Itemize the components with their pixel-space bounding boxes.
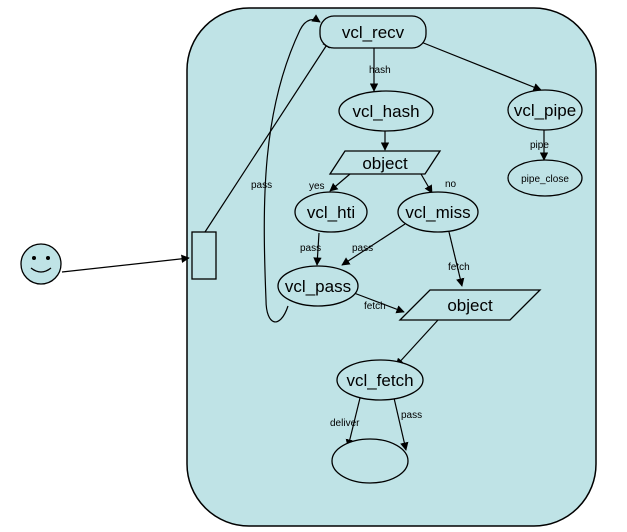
node-vcl-pass-label: vcl_pass	[285, 277, 351, 296]
node-vcl-hash-label: vcl_hash	[352, 102, 419, 121]
node-object-bottom: object	[398, 289, 542, 321]
node-pipe-close-label: pipe_close	[521, 174, 569, 185]
node-vcl-recv-label: vcl_recv	[342, 23, 405, 42]
node-vcl-hti: vcl_hti	[294, 191, 368, 233]
entry-box	[191, 231, 217, 280]
edge-label-deliver: deliver	[330, 418, 360, 429]
node-vcl-fetch-label: vcl_fetch	[346, 371, 413, 390]
node-vcl-miss: vcl_miss	[397, 191, 479, 233]
node-vcl-pass: vcl_pass	[277, 265, 359, 307]
edge-label-pipe: pipe	[530, 140, 549, 151]
edge-hti-pass	[313, 232, 322, 266]
edge-object-miss	[420, 173, 433, 194]
edge-miss-pass	[341, 223, 406, 266]
edge-label-miss-pass: pass	[352, 243, 373, 254]
varnish-container	[186, 7, 597, 527]
edge-label-hti-pass: pass	[300, 243, 321, 254]
node-end-state	[331, 438, 409, 484]
node-vcl-hti-label: vcl_hti	[307, 203, 355, 222]
edge-label-hash: hash	[369, 65, 391, 76]
node-pipe-close: pipe_close	[507, 159, 583, 197]
node-vcl-fetch: vcl_fetch	[336, 359, 424, 401]
edge-label-no: no	[445, 179, 457, 190]
edge-object-hti	[329, 173, 351, 192]
edge-entry-recv	[204, 39, 331, 233]
edge-recv-pipe	[415, 39, 542, 92]
node-object-top: object	[328, 150, 442, 175]
edge-label-fetch-miss: fetch	[448, 262, 470, 273]
edge-label-pass-loop: pass	[251, 180, 272, 191]
edge-label-yes: yes	[309, 181, 325, 192]
edge-user-entry	[61, 254, 190, 273]
edges	[61, 14, 549, 451]
edge-fetch-deliver	[345, 397, 361, 448]
edge-object-fetch	[395, 319, 439, 367]
edge-pass-object	[353, 292, 405, 314]
edge-pass-loop	[263, 14, 321, 323]
edge-miss-object	[448, 231, 465, 287]
node-object-bottom-label: object	[447, 296, 493, 315]
edge-fetch-pass	[393, 397, 409, 451]
node-vcl-pipe-label: vcl_pipe	[514, 101, 576, 120]
node-object-top-label: object	[362, 154, 408, 173]
node-vcl-hash: vcl_hash	[338, 90, 434, 132]
node-vcl-recv: vcl_recv	[319, 15, 427, 49]
edge-label-fetch-pass-end: pass	[401, 410, 422, 421]
node-vcl-miss-label: vcl_miss	[405, 203, 470, 222]
smiley-face-icon	[20, 243, 62, 285]
edge-label-fetch-pass: fetch	[364, 301, 386, 312]
node-vcl-pipe: vcl_pipe	[507, 89, 583, 131]
